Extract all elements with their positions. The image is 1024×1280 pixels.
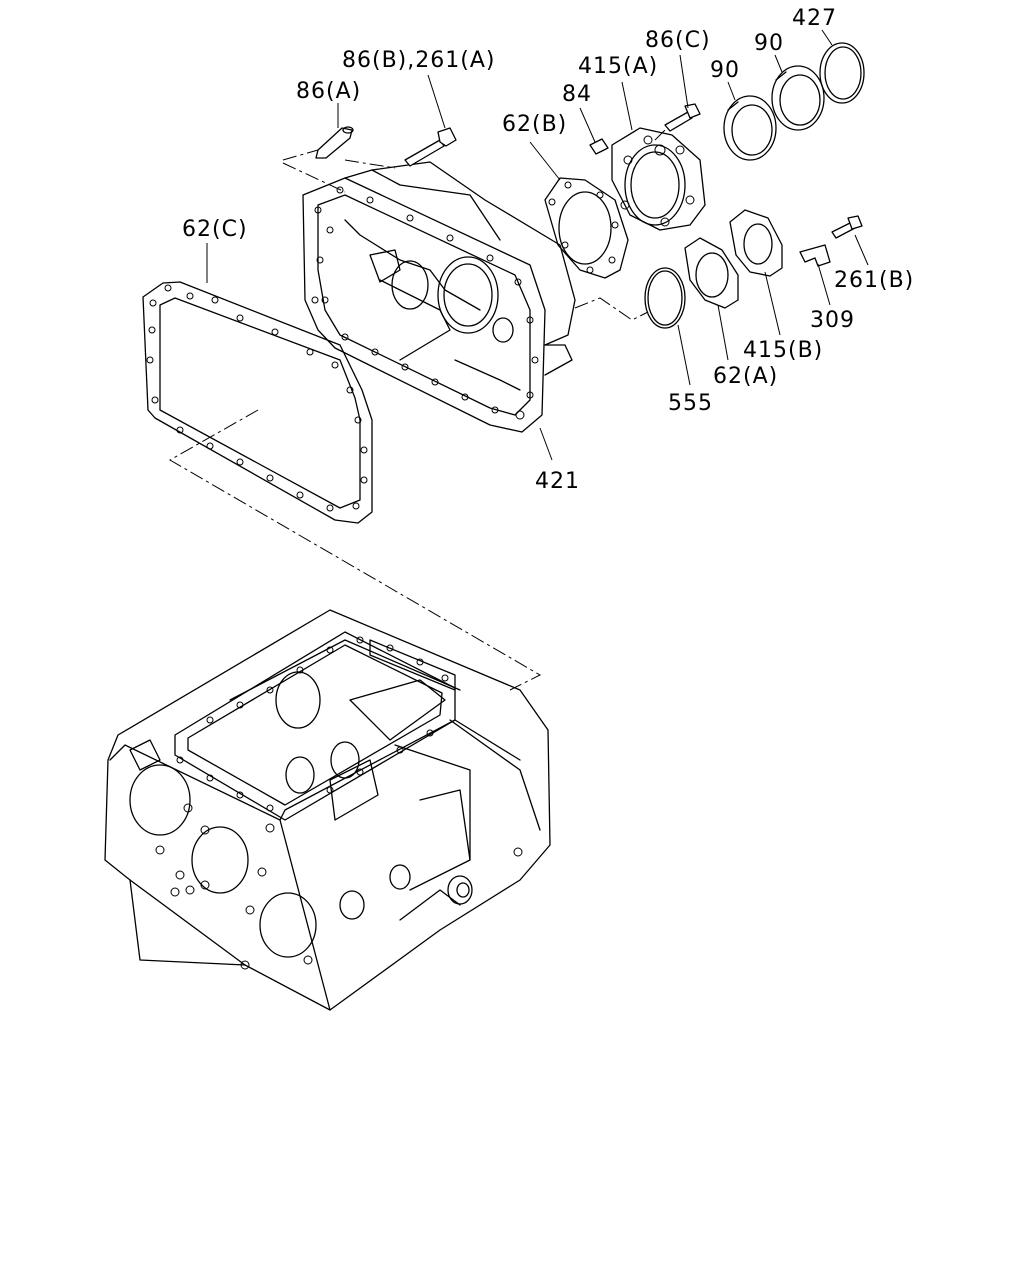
callout-86b-261a: 86(B),261(A)	[342, 48, 495, 73]
callout-62b: 62(B)	[502, 112, 567, 137]
cover-415a	[611, 127, 706, 231]
gasket-62a	[684, 237, 739, 309]
callout-84: 84	[562, 82, 592, 107]
callout-62c: 62(C)	[182, 217, 248, 242]
callout-90-first: 90	[710, 58, 740, 83]
callout-86a: 86(A)	[296, 79, 361, 104]
bolt-86c	[664, 103, 701, 132]
callout-555: 555	[668, 391, 713, 416]
housing-421	[302, 161, 576, 433]
gasket-62c	[142, 281, 373, 524]
cover-415b	[729, 209, 783, 277]
pin-86a	[315, 126, 354, 159]
leader-lines	[206, 29, 869, 461]
callout-62a: 62(A)	[713, 364, 778, 389]
callout-90-second: 90	[754, 31, 784, 56]
bolt-261b	[831, 215, 863, 239]
callout-427: 427	[792, 6, 837, 31]
callout-421: 421	[535, 469, 580, 494]
bolt-86b-261a	[404, 127, 457, 167]
callout-309: 309	[810, 308, 855, 333]
ring-427	[819, 42, 865, 104]
seal-90-second	[771, 65, 825, 131]
gasket-62b	[544, 177, 629, 279]
callout-86c: 86(C)	[645, 28, 711, 53]
dowel-84	[589, 138, 609, 155]
snap-ring-555	[644, 267, 686, 329]
callout-labels: 86(A) 86(B),261(A) 62(C) 62(B) 84 415(A)…	[182, 6, 914, 494]
assembly-center-lines	[168, 129, 666, 691]
callout-261b: 261(B)	[834, 268, 914, 293]
bracket-309	[799, 244, 831, 267]
callout-415a: 415(A)	[578, 54, 658, 79]
callout-415b: 415(B)	[743, 338, 823, 363]
seal-90-first	[723, 95, 777, 161]
transmission-case	[104, 609, 551, 1011]
